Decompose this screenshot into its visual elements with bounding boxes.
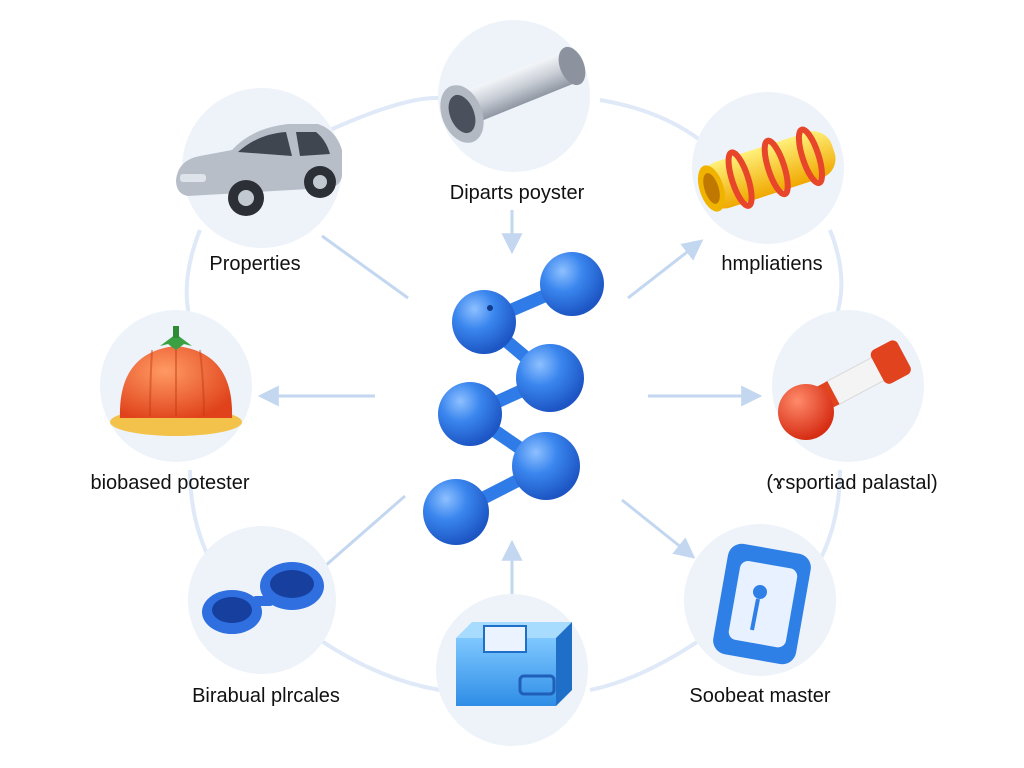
node-label-bottom-left: Birabual plrcales xyxy=(192,685,340,707)
node-label-mid-right: (ɤsportiad palastal) xyxy=(766,472,938,494)
node-label-top-left: Properties xyxy=(209,253,301,275)
node-label-mid-left: biobased potester xyxy=(90,472,250,494)
arrow-from-bottom-left xyxy=(324,494,406,568)
arrow-to-bottom-right xyxy=(621,498,696,559)
card-icon xyxy=(713,543,811,665)
node-label-bottom-right: Soobeat master xyxy=(689,685,831,707)
pipe-icon xyxy=(440,46,586,143)
cups-icon xyxy=(202,562,324,634)
molecule-chain-icon xyxy=(423,252,604,545)
node-label-top-right: hmpliatiens xyxy=(721,253,823,275)
flow-arrows xyxy=(257,210,763,596)
ringed-tube-icon xyxy=(697,126,836,212)
node-label-top: Diparts poyster xyxy=(449,182,585,204)
arrow-to-top-right xyxy=(627,239,704,300)
dumbbell-icon xyxy=(778,340,911,440)
arrow-from-top-left xyxy=(321,234,409,300)
tomato-icon xyxy=(110,326,242,436)
box-icon xyxy=(456,622,572,706)
car-icon xyxy=(176,124,342,216)
